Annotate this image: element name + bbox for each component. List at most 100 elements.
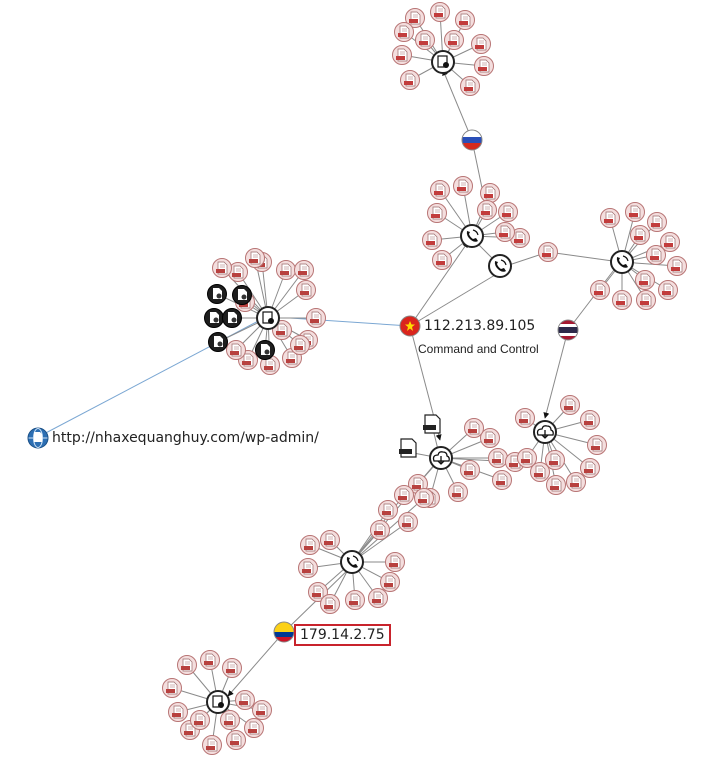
exe-file-icon[interactable] [300,535,320,555]
doc-file-icon[interactable] [453,176,473,196]
doc-file-icon[interactable] [660,232,680,252]
doc-file-icon[interactable] [430,180,450,200]
exe-file-icon[interactable] [276,260,296,280]
doc-file-icon[interactable] [625,202,645,222]
certificate-file-icon[interactable] [232,285,252,305]
vietnam-flag-icon[interactable] [399,315,421,337]
exe-file-icon[interactable] [202,735,222,755]
doc-file-icon[interactable] [427,203,447,223]
doc-file-icon[interactable] [612,290,632,310]
doc-file-icon[interactable] [498,202,518,222]
exe-file-icon[interactable] [587,435,607,455]
russia-flag-icon[interactable] [461,129,483,151]
doc-file-icon[interactable] [635,270,655,290]
exe-file-icon[interactable] [260,355,280,375]
certificate-file-icon[interactable] [204,308,224,328]
exe-file-icon[interactable] [290,335,310,355]
certificate-icon[interactable] [431,50,455,74]
doc-file-icon[interactable] [658,280,678,300]
exe-file-icon[interactable] [320,594,340,614]
doc-file-icon[interactable] [590,280,610,300]
exe-file-icon[interactable] [385,552,405,572]
phone-call-icon[interactable] [488,254,512,278]
doc-file-icon[interactable] [477,200,497,220]
exe-file-icon[interactable] [480,428,500,448]
doc-file-icon[interactable] [460,76,480,96]
exe-file-icon[interactable] [414,488,434,508]
exe-file-icon[interactable] [580,410,600,430]
exe-file-icon[interactable] [560,395,580,415]
exe-file-icon[interactable] [580,458,600,478]
certificate-file-icon[interactable] [222,308,242,328]
phone-call-icon[interactable] [340,550,364,574]
ip-179-label[interactable]: 179.14.2.75 [294,624,391,646]
doc-file-icon[interactable] [444,30,464,50]
exe-file-icon[interactable] [177,655,197,675]
doc-file-icon[interactable] [474,56,494,76]
exe-file-icon[interactable] [530,462,550,482]
cloud-download-icon[interactable] [533,420,557,444]
url-globe-icon[interactable] [27,427,49,449]
doc-file-icon[interactable] [630,225,650,245]
exe-file-icon[interactable] [244,718,264,738]
doc-file-icon[interactable] [430,2,450,22]
c2-ip-label[interactable]: 112.213.89.105 [424,318,536,334]
doc-file-icon[interactable] [455,10,475,30]
exe-file-icon[interactable] [222,658,242,678]
exe-file-icon[interactable] [370,520,390,540]
exe-file-icon[interactable] [460,460,480,480]
exe-file-icon[interactable] [226,340,246,360]
exe-file-icon[interactable] [228,262,248,282]
exe-file-icon[interactable] [448,482,468,502]
doc-file-icon[interactable] [600,208,620,228]
doc-file-icon[interactable] [471,34,491,54]
exe-file-icon[interactable] [545,450,565,470]
html-file-icon[interactable] [423,414,441,434]
exe-file-icon[interactable] [235,690,255,710]
exe-file-icon[interactable] [296,280,316,300]
cloud-download-icon[interactable] [429,446,453,470]
phone-call-icon[interactable] [610,250,634,274]
exe-file-icon[interactable] [408,474,428,494]
exe-file-icon[interactable] [212,258,232,278]
certificate-file-icon[interactable] [255,340,275,360]
doc-file-icon[interactable] [415,30,435,50]
exe-file-icon[interactable] [492,470,512,490]
certificate-file-icon[interactable] [207,284,227,304]
exe-file-icon[interactable] [546,475,566,495]
exe-file-icon[interactable] [320,530,340,550]
exe-file-icon[interactable] [190,710,210,730]
exe-file-icon[interactable] [515,408,535,428]
doc-file-icon[interactable] [495,222,515,242]
exe-file-icon[interactable] [566,472,586,492]
thailand-flag-icon[interactable] [557,319,579,341]
certificate-icon[interactable] [256,306,280,330]
doc-file-icon[interactable] [646,245,666,265]
exe-file-icon[interactable] [245,248,265,268]
phone-call-icon[interactable] [460,224,484,248]
exe-file-icon[interactable] [200,650,220,670]
doc-file-icon[interactable] [405,8,425,28]
doc-file-icon[interactable] [392,45,412,65]
doc-file-icon[interactable] [394,22,414,42]
url-label[interactable]: http://nhaxequanghuy.com/wp-admin/ [52,430,319,446]
doc-file-icon[interactable] [400,70,420,90]
exe-file-icon[interactable] [294,260,314,280]
doc-file-icon[interactable] [667,256,687,276]
html-file-icon[interactable] [399,438,417,458]
doc-file-icon[interactable] [636,290,656,310]
exe-file-icon[interactable] [398,512,418,532]
exe-file-icon[interactable] [394,485,414,505]
exe-file-icon[interactable] [368,588,388,608]
exe-file-icon[interactable] [226,730,246,750]
exe-file-icon[interactable] [308,582,328,602]
exe-file-icon[interactable] [162,678,182,698]
certificate-icon[interactable] [206,690,230,714]
exe-file-icon[interactable] [464,418,484,438]
doc-file-icon[interactable] [432,250,452,270]
exe-file-icon[interactable] [298,558,318,578]
colombia-flag-icon[interactable] [273,621,295,643]
exe-file-icon[interactable] [220,710,240,730]
certificate-file-icon[interactable] [208,332,228,352]
exe-file-icon[interactable] [345,590,365,610]
